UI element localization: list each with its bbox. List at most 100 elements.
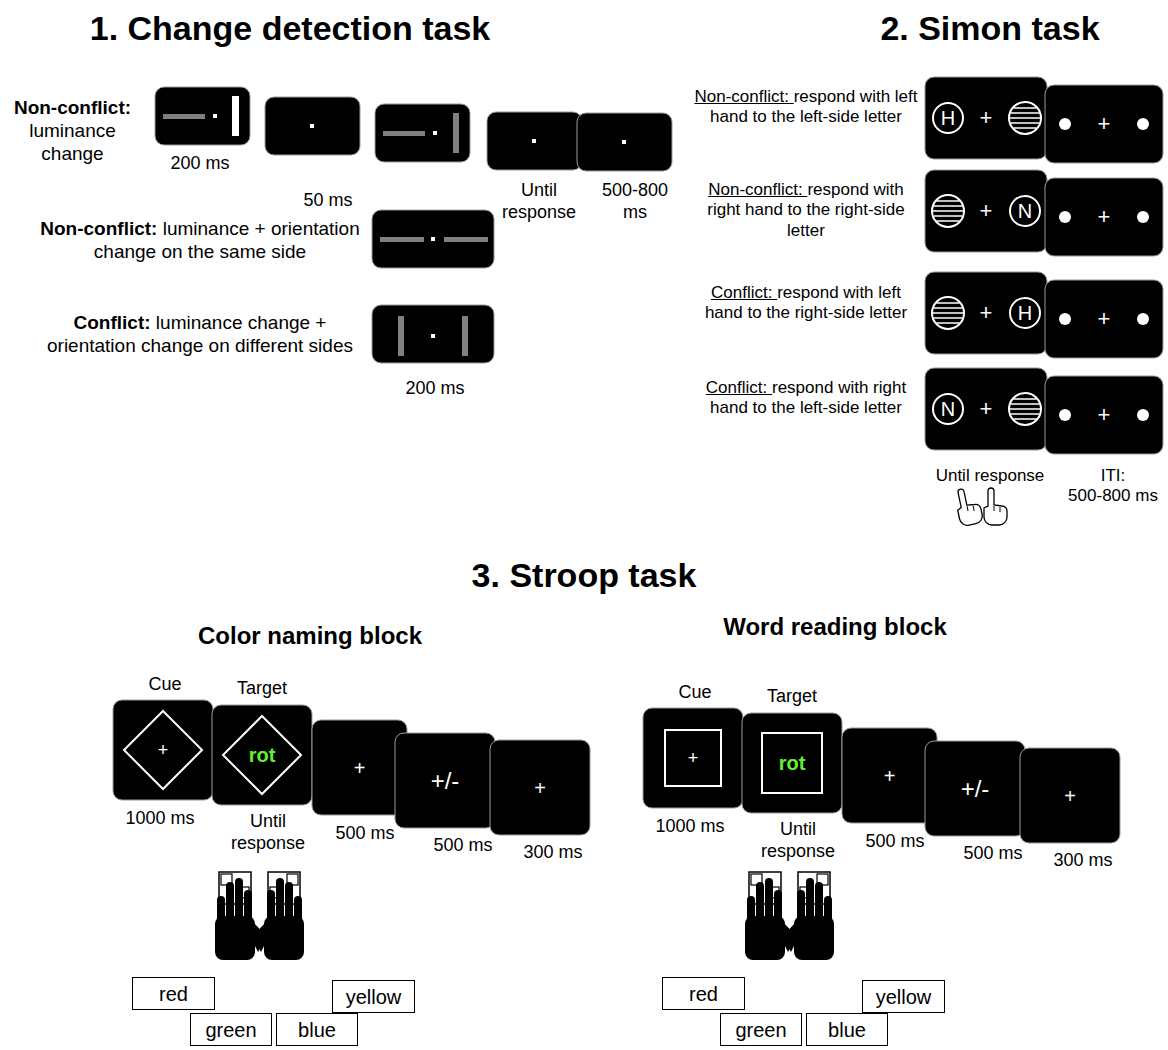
task-title: 1. Change detection task bbox=[0, 8, 580, 49]
line-stimulus bbox=[462, 316, 468, 356]
annotation-text: Cue bbox=[645, 682, 745, 704]
node-text: + bbox=[354, 758, 366, 778]
response-label-box: green bbox=[190, 1013, 272, 1046]
line-stimulus bbox=[398, 316, 404, 356]
response-label-box: green bbox=[720, 1013, 802, 1046]
feedback-screen: +/- bbox=[395, 733, 495, 828]
square-cue bbox=[665, 730, 721, 786]
target-screen: rot bbox=[742, 713, 842, 813]
node-text: rot bbox=[779, 753, 806, 773]
fixation-dot bbox=[431, 237, 435, 241]
annotation-text: 200 ms bbox=[385, 378, 485, 400]
stripe bbox=[934, 205, 962, 207]
fixation-dot bbox=[431, 334, 435, 338]
label-prefix: Conflict: bbox=[706, 378, 772, 397]
stripe bbox=[933, 312, 963, 314]
annotation-text: Until response bbox=[925, 466, 1055, 486]
annotation-text: 500 ms bbox=[315, 823, 415, 845]
diamond-cue bbox=[124, 711, 202, 789]
cue-screen: + bbox=[643, 708, 743, 808]
annotation-text: Non-conflict: respond with right hand to… bbox=[690, 180, 922, 241]
node-text: red bbox=[159, 984, 188, 1004]
response-label-box: red bbox=[662, 977, 745, 1010]
annotation-text: Target bbox=[742, 686, 842, 708]
annotation-text: 200 ms bbox=[150, 153, 250, 175]
node-text: +/- bbox=[961, 777, 990, 801]
fixation-screen: + bbox=[490, 740, 590, 835]
line-stimulus bbox=[444, 237, 488, 242]
node-text: + bbox=[158, 741, 169, 759]
fixation-screen: + bbox=[842, 728, 937, 823]
line-stimulus bbox=[383, 131, 425, 136]
label-prefix: Conflict: bbox=[711, 283, 777, 302]
finger-line bbox=[1000, 507, 1001, 512]
pointing-hand-icon bbox=[954, 486, 984, 527]
thumb bbox=[245, 920, 268, 952]
iti-screen: + bbox=[1045, 376, 1163, 454]
annotation-text: Conflict: luminance change + orientation… bbox=[35, 312, 365, 358]
line-stimulus bbox=[453, 113, 459, 153]
annotation-text: 500 ms bbox=[845, 831, 945, 853]
node-text: green bbox=[205, 1020, 256, 1040]
annotation-text: 500-800 ms bbox=[598, 180, 672, 223]
palm bbox=[264, 916, 304, 960]
node-text: + bbox=[980, 302, 993, 324]
annotation-text: Word reading block bbox=[685, 613, 985, 642]
screen-frame bbox=[1045, 85, 1163, 163]
stripe bbox=[937, 322, 960, 324]
stripe bbox=[1011, 122, 1039, 124]
screen-frame bbox=[372, 305, 494, 363]
fixation-dot bbox=[622, 140, 626, 144]
diamond-cue bbox=[223, 716, 301, 794]
stripe bbox=[934, 317, 962, 319]
node-text: blue bbox=[298, 1020, 336, 1040]
screen-frame bbox=[113, 700, 213, 800]
stimulus-screen: +N bbox=[925, 170, 1047, 252]
node-text: H bbox=[1018, 303, 1032, 323]
target-screen: rot bbox=[212, 705, 312, 805]
placeholder-dot bbox=[1059, 118, 1071, 130]
pointing-hand-outline bbox=[984, 488, 1007, 525]
node-text: + bbox=[1098, 308, 1111, 330]
stimulus-screen: +N bbox=[925, 368, 1047, 450]
node-text: H bbox=[941, 108, 955, 128]
node-text: N bbox=[941, 399, 955, 419]
letter-circle: H bbox=[1009, 297, 1041, 329]
task-title: 3. Stroop task bbox=[0, 555, 1168, 596]
screen-frame bbox=[155, 87, 250, 145]
stripe bbox=[937, 302, 960, 304]
stripe bbox=[1010, 408, 1040, 410]
annotation-text: Conflict: respond with right hand to the… bbox=[690, 378, 922, 419]
node-text: + bbox=[1098, 206, 1111, 228]
stimulus-screen: +H bbox=[925, 272, 1047, 354]
cue-screen: + bbox=[113, 700, 213, 800]
node-text: yellow bbox=[346, 987, 402, 1007]
annotation-text: Non-conflict: luminance change bbox=[0, 97, 145, 165]
thumb bbox=[775, 920, 798, 952]
stripe bbox=[937, 220, 960, 222]
stripe bbox=[934, 215, 962, 217]
line-stimulus bbox=[380, 237, 424, 242]
node-text: + bbox=[980, 107, 993, 129]
screen-frame bbox=[842, 728, 937, 823]
screen-frame bbox=[925, 77, 1047, 159]
screen-frame bbox=[925, 170, 1047, 252]
fixation-screen: + bbox=[1020, 748, 1120, 843]
response-label-box: red bbox=[132, 977, 215, 1010]
striped-circle bbox=[932, 195, 964, 227]
node-text: + bbox=[1098, 113, 1111, 135]
response-label-box: blue bbox=[276, 1013, 358, 1046]
placeholder-dot bbox=[1137, 211, 1149, 223]
circle-outline bbox=[933, 394, 963, 424]
screen-frame bbox=[265, 97, 360, 155]
node-text: green bbox=[735, 1020, 786, 1040]
circle-outline bbox=[933, 103, 963, 133]
placeholder-dot bbox=[1059, 409, 1071, 421]
node-text: + bbox=[1098, 404, 1111, 426]
stripe bbox=[1010, 117, 1040, 119]
node-text: +/- bbox=[431, 769, 460, 793]
annotation-text: Target bbox=[212, 678, 312, 700]
node-text: + bbox=[1064, 786, 1076, 806]
placeholder-dot bbox=[1059, 313, 1071, 325]
